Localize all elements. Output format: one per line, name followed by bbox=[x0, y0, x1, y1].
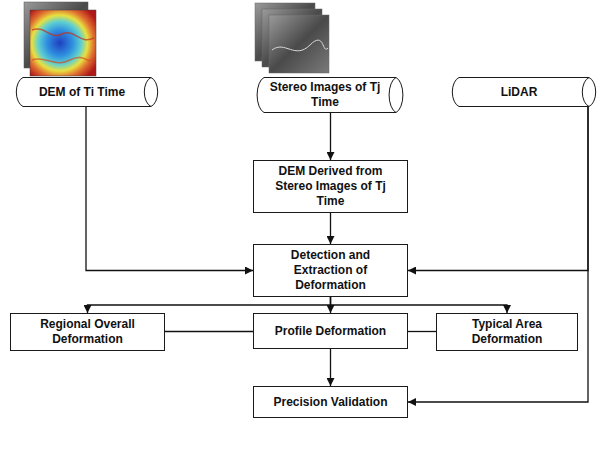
drum-body bbox=[16, 78, 157, 107]
connector bbox=[86, 107, 253, 271]
dem-texture bbox=[32, 29, 94, 40]
stereo-texture bbox=[272, 40, 328, 51]
data-source: DEM of Ti Time bbox=[14, 77, 160, 107]
node-label: Detection and Extraction of Deformation bbox=[260, 248, 401, 293]
node-label: Typical Area Deformation bbox=[443, 317, 571, 347]
node-label: DEM of Ti Time bbox=[39, 85, 125, 100]
process-box: Precision Validation bbox=[253, 386, 408, 418]
dem-heatmap bbox=[30, 10, 96, 76]
drum-end bbox=[389, 78, 396, 113]
drum-body bbox=[257, 78, 403, 113]
node-label: LiDAR bbox=[501, 85, 538, 100]
process-box: Detection and Extraction of Deformation bbox=[253, 244, 408, 297]
data-source: Stereo Images of Tj Time bbox=[255, 77, 405, 113]
data-source: LiDAR bbox=[450, 77, 598, 107]
process-box: Profile Deformation bbox=[253, 313, 408, 349]
dem-texture bbox=[32, 57, 94, 62]
process-box: DEM Derived from Stereo Images of Tj Tim… bbox=[253, 160, 408, 213]
connector bbox=[165, 331, 253, 332]
node-label: DEM Derived from Stereo Images of Tj Tim… bbox=[260, 164, 401, 209]
connector bbox=[331, 297, 508, 313]
stereo-image bbox=[269, 15, 329, 73]
node-label: Profile Deformation bbox=[275, 324, 386, 339]
node-label: Precision Validation bbox=[273, 395, 387, 410]
node-label: Regional Overall Deformation bbox=[17, 317, 158, 347]
connector bbox=[330, 113, 331, 160]
connector bbox=[330, 349, 331, 386]
drum-end bbox=[144, 78, 151, 107]
process-box: Typical Area Deformation bbox=[436, 313, 578, 351]
connector bbox=[88, 297, 331, 313]
connector bbox=[408, 107, 588, 402]
process-box: Regional Overall Deformation bbox=[10, 313, 165, 351]
drum-end bbox=[582, 78, 589, 107]
drum-body bbox=[452, 78, 595, 107]
node-label: Stereo Images of Tj Time bbox=[267, 80, 383, 110]
connector bbox=[330, 213, 331, 244]
connector bbox=[408, 331, 436, 332]
connector bbox=[408, 107, 588, 271]
